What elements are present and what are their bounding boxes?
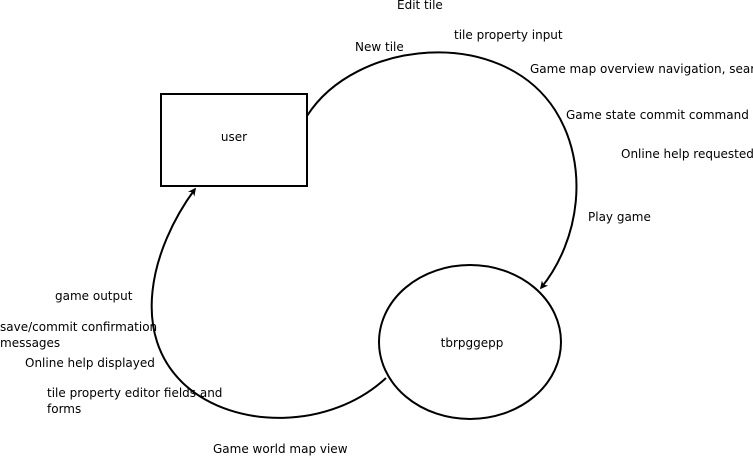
label-online-help-requested: Online help requested: [621, 147, 753, 161]
label-tile-property-editor-line-2: forms: [47, 402, 81, 416]
label-tile-property-editor: tile property editor fields and forms: [47, 386, 226, 416]
label-map-overview-navigation: Game map overview navigation, search: [530, 62, 753, 76]
flow-user-to-process: [306, 51, 578, 290]
label-state-commit-command: Game state commit command: [566, 108, 749, 122]
process-node: tbrpggepp: [378, 264, 562, 420]
label-game-output: game output: [55, 289, 133, 303]
label-save-commit-confirmation-line-1: save/commit confirmation: [0, 320, 157, 334]
label-online-help-displayed: Online help displayed: [25, 356, 155, 370]
label-edit-tile: Edit tile: [397, 0, 443, 12]
label-save-commit-confirmation-line-2: messages: [0, 336, 60, 350]
process-node-label: tbrpggepp: [441, 336, 504, 350]
label-play-game: Play game: [588, 210, 651, 224]
label-game-world-map-view: Game world map view: [213, 442, 348, 456]
label-tile-property-input: tile property input: [454, 28, 563, 42]
output-flow-labels: game output save/commit confirmation mes…: [0, 289, 348, 456]
label-tile-property-editor-line-1: tile property editor fields and: [47, 386, 222, 400]
user-entity: user: [160, 93, 308, 187]
label-save-commit-confirmation: save/commit confirmation messages: [0, 320, 161, 350]
flow-process-to-user: [150, 187, 387, 419]
user-entity-label: user: [221, 130, 247, 144]
input-flow-labels: Edit tile tile property input New tile G…: [355, 0, 753, 224]
label-new-tile: New tile: [355, 40, 404, 54]
